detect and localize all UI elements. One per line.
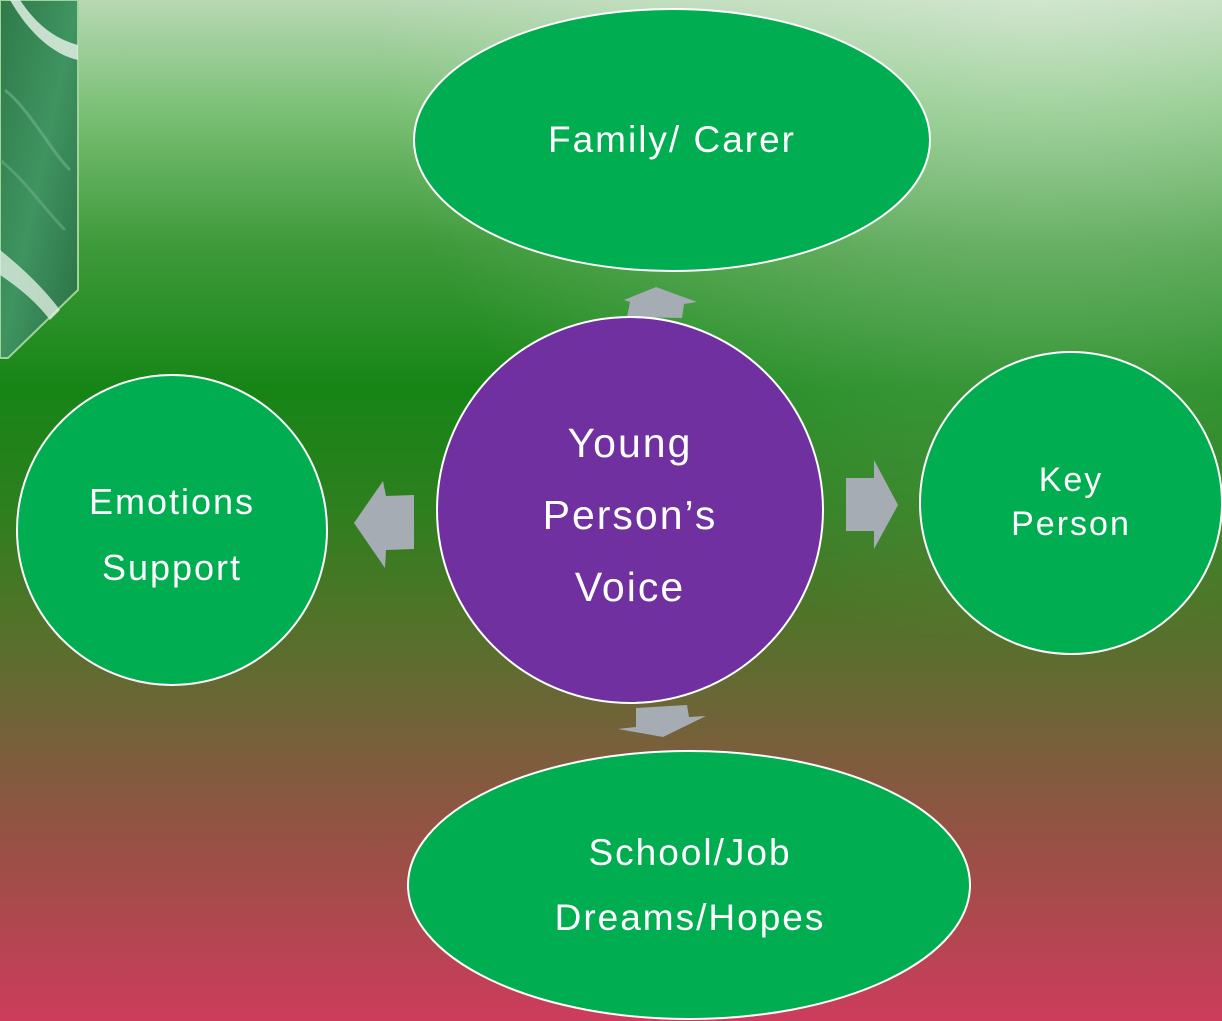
family-carer-label: Family/ Carer xyxy=(452,100,892,180)
center-line-2: Person’s xyxy=(542,492,718,538)
node-family-carer xyxy=(413,8,931,272)
arrow-down-icon xyxy=(618,705,706,737)
school-line-1: School/Job xyxy=(588,832,792,873)
emotions-support-label: Emotions Support xyxy=(42,465,302,605)
family-carer-text: Family/ Carer xyxy=(547,119,797,160)
key-person-line-1: Key xyxy=(1038,461,1104,499)
node-young-persons-voice xyxy=(436,316,824,704)
arrow-left-icon xyxy=(354,481,414,568)
key-person-label: Key Person xyxy=(950,452,1192,552)
key-person-line-2: Person xyxy=(1011,505,1131,543)
center-line-1: Young xyxy=(567,420,693,466)
school-line-2: Dreams/Hopes xyxy=(554,897,826,938)
center-line-3: Voice xyxy=(574,564,686,610)
arrow-right-icon xyxy=(846,460,898,549)
arrow-up-icon xyxy=(624,287,697,318)
leaf-decoration-image xyxy=(0,0,79,359)
node-emotions-support xyxy=(16,374,328,686)
emotions-line-2: Support xyxy=(101,547,243,588)
node-key-person xyxy=(919,351,1222,655)
young-persons-voice-label: Young Person’s Voice xyxy=(470,400,790,630)
school-dreams-label: School/Job Dreams/Hopes xyxy=(470,820,910,950)
node-school-dreams xyxy=(407,750,971,1020)
emotions-line-1: Emotions xyxy=(88,481,256,522)
